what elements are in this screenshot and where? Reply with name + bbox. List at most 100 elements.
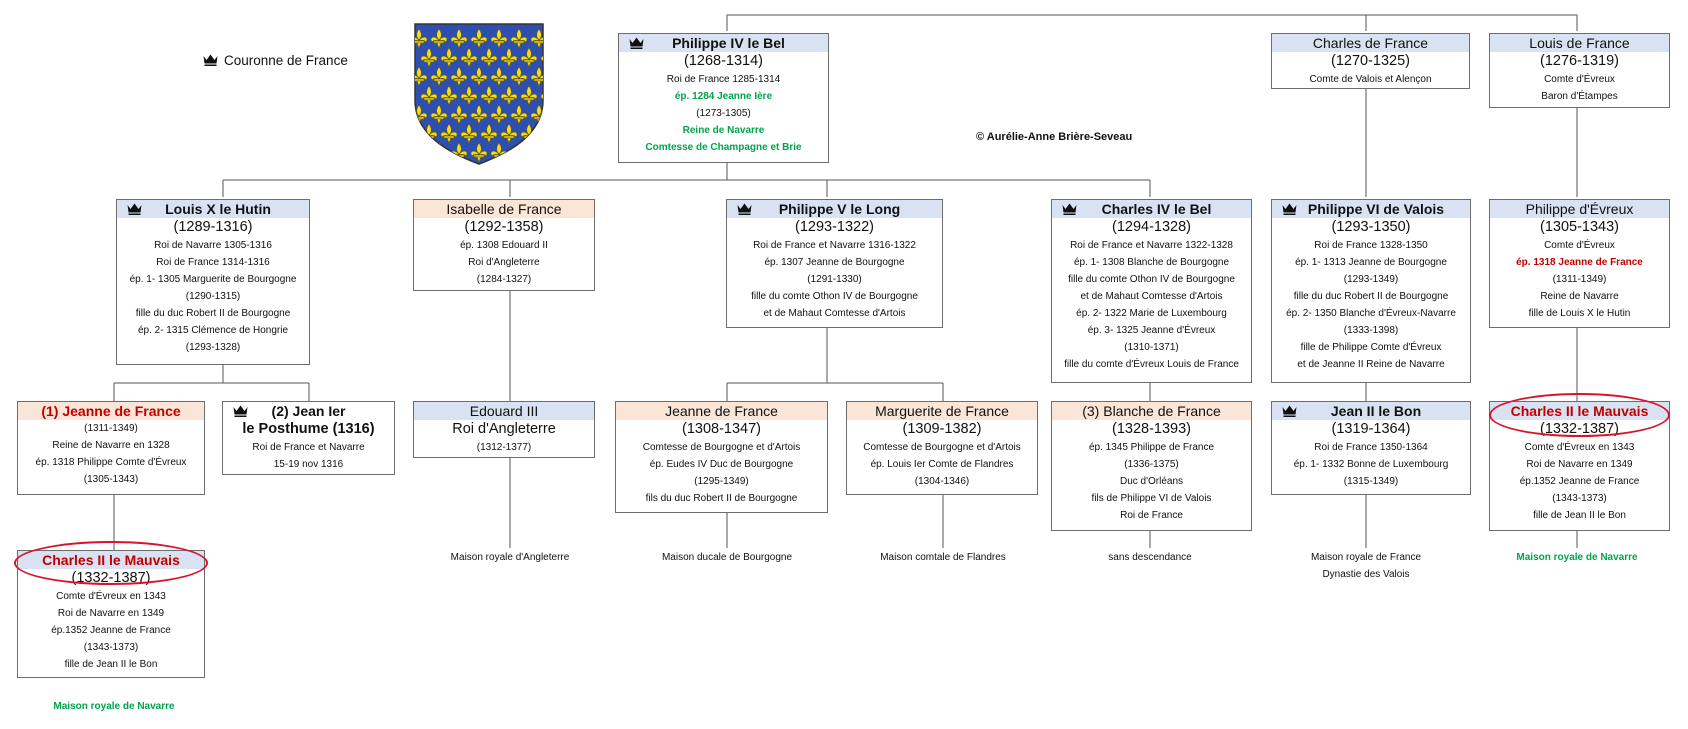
person-box-louis-x: Louis X le Hutin(1289-1316)Roi de Navarr… xyxy=(116,199,310,365)
person-dates: (1309-1382) xyxy=(902,421,982,437)
house-label-line: Maison royale de France xyxy=(1310,552,1422,563)
copyright-credit: © Aurélie-Anne Brière-Seveau xyxy=(976,131,1133,143)
person-detail-line: fille du duc Robert II de Bourgogne xyxy=(135,308,291,319)
person-box-isabelle: Isabelle de France(1292-1358)ép. 1308 Ed… xyxy=(413,199,595,291)
person-detail-line: fille de Jean II le Bon xyxy=(1533,510,1626,521)
person-box-marguerite: Marguerite de France (1309-1382) Comtesse … xyxy=(846,401,1038,495)
person-detail-line: Roi de Navarre en 1349 xyxy=(1526,459,1633,470)
person-name-text: Marguerite de France xyxy=(875,403,1009,419)
person-detail-line: (1273-1305) xyxy=(696,108,751,119)
fleur-de-lys-icon xyxy=(540,123,543,144)
person-detail-line: ép. 2- 1322 Marie de Luxembourg xyxy=(1076,308,1227,319)
person-name-text: Philippe d'Évreux xyxy=(1525,201,1634,217)
person-dates: (1268-1314) xyxy=(684,53,763,69)
person-name: Jeanne de France xyxy=(616,402,827,420)
person-detail-line: fille du comte d'Évreux Louis de France xyxy=(1064,359,1239,370)
person-name: Louis de France xyxy=(1490,34,1669,52)
person-detail-line: fille du duc Robert II de Bourgogne xyxy=(1293,291,1449,302)
crown-icon xyxy=(1062,203,1077,215)
person-detail-line: (1343-1373) xyxy=(1552,493,1607,504)
person-name-text: (2) Jean Ier xyxy=(271,403,346,419)
person-detail-line: (1310-1371) xyxy=(1124,342,1179,353)
person-dates: (1270-1325) xyxy=(1331,53,1410,69)
person-dates: (1276-1319) xyxy=(1540,53,1619,69)
person-name: (1) Jeanne de France xyxy=(18,402,204,420)
house-label-line: Maison comtale de Flandres xyxy=(880,552,1006,563)
crown-icon xyxy=(233,405,248,417)
person-name-text: (3) Blanche de France xyxy=(1082,403,1221,419)
person-detail-line: fille du comte Othon IV de Bourgogne xyxy=(751,291,918,302)
person-name: (2) Jean Ier xyxy=(223,402,394,420)
person-name: Philippe V le Long xyxy=(727,200,942,218)
person-detail-line: Comte d'Évreux xyxy=(1544,74,1615,85)
person-box-louis-d-evreux: Louis de France (1276-1319) Comte d'Évreux… xyxy=(1489,33,1670,108)
person-detail-line: Roi de France et Navarre 1322-1328 xyxy=(1070,240,1233,251)
person-detail-line: ép. 1318 Philippe Comte d'Évreux xyxy=(35,457,187,468)
person-detail-line: (1305-1343) xyxy=(83,474,139,485)
person-detail-line: Comtesse de Champagne et Brie xyxy=(645,142,802,153)
person-detail-line: ép. 1284 Jeanne Ière xyxy=(674,91,773,102)
person-name-text: Jean II le Bon xyxy=(1330,403,1422,419)
person-detail-line: Roi de France et Navarre 1316-1322 xyxy=(753,240,916,251)
fleur-de-lys-icon xyxy=(530,142,543,163)
person-dates: (1292-1358) xyxy=(464,219,544,235)
person-detail-line: (1293-1328) xyxy=(185,342,241,353)
person-detail-line: Comtesse de Bourgogne et d'Artois xyxy=(863,442,1021,453)
person-name: Louis X le Hutin xyxy=(117,200,309,218)
person-detail-line: Roi de France 1314-1316 xyxy=(156,257,270,268)
person-detail-line: Comtesse de Bourgogne et d'Artois xyxy=(642,442,801,453)
person-name: Philippe d'Évreux xyxy=(1490,200,1669,218)
person-box-charles-de-valois: Charles de France(1270-1325) Comte de Val… xyxy=(1271,33,1470,89)
legend: Couronne de France xyxy=(203,53,348,68)
person-detail-line: (1336-1375) xyxy=(1124,459,1179,470)
person-detail-line: et de Mahaut Comtesse d'Artois xyxy=(1080,291,1223,302)
person-dates: (1308-1347) xyxy=(682,421,761,437)
person-name-text: Louis de France xyxy=(1529,35,1630,51)
person-detail-line: Roi de France 1328-1350 xyxy=(1314,240,1428,251)
person-box-philippe-v: Philippe V le Long(1293-1322)Roi de Fran… xyxy=(726,199,943,328)
person-detail-line: Comte d'Évreux en 1343 xyxy=(1524,442,1635,453)
person-dates: (1293-1350) xyxy=(1331,219,1411,235)
fleur-de-lys-icon xyxy=(415,142,428,163)
person-detail-line: ép. 1308 Edouard II xyxy=(460,240,548,251)
person-name-text: Philippe IV le Bel xyxy=(672,35,785,51)
house-label-flandres: Maison comtale de Flandres xyxy=(843,549,1043,566)
house-label-navarre-right: Maison royale de Navarre xyxy=(1477,549,1677,566)
person-name: Edouard III xyxy=(414,402,594,420)
person-detail-line: (1315-1349) xyxy=(1343,476,1399,487)
person-detail-line: fils de Philippe VI de Valois xyxy=(1091,493,1212,504)
person-dates: (1305-1343) xyxy=(1540,219,1619,235)
person-name-text: Jeanne de France xyxy=(665,403,778,419)
person-box-blanche: (3) Blanche de France(1328-1393)ép. 1345… xyxy=(1051,401,1252,531)
person-box-philippe-d-evreux: Philippe d'Évreux(1305-1343)Comte d'Évre… xyxy=(1489,199,1670,328)
person-name-text: Louis X le Hutin xyxy=(165,201,271,217)
person-detail-line: ép. 2- 1315 Clémence de Hongrie xyxy=(137,325,289,336)
person-detail-line: (1295-1349) xyxy=(694,476,749,487)
person-detail-line: 15-19 nov 1316 xyxy=(273,459,344,470)
person-detail-line: ép. 1- 1332 Bonne de Luxembourg xyxy=(1293,459,1449,470)
person-name: (3) Blanche de France xyxy=(1052,402,1251,420)
person-detail-line: Roi d'Angleterre xyxy=(468,257,540,268)
legend-label: Couronne de France xyxy=(224,53,348,68)
person-dates: (1319-1364) xyxy=(1331,421,1411,437)
person-name: Jean II le Bon xyxy=(1272,402,1470,420)
person-detail-line: ép.1352 Jeanne de France xyxy=(51,625,171,636)
person-detail-line: ép. 1- 1313 Jeanne de Bourgogne xyxy=(1295,257,1447,268)
person-box-jeanne-ii: (1) Jeanne de France(1311-1349)Reine de … xyxy=(17,401,205,495)
person-detail-line: Comte de Valois et Alençon xyxy=(1309,74,1432,85)
person-detail-line: (1290-1315) xyxy=(185,291,241,302)
person-detail-line: (1284-1327) xyxy=(476,274,532,285)
person-name: Philippe VI de Valois xyxy=(1272,200,1470,218)
person-name: Charles IV le Bel xyxy=(1052,200,1251,218)
person-box-jean-ii: Jean II le Bon (1319-1364) Roi de France 1… xyxy=(1271,401,1471,495)
person-name: Charles de France xyxy=(1272,34,1469,52)
person-detail-line: (1333-1398) xyxy=(1343,325,1399,336)
house-label-line: Maison royale de Navarre xyxy=(53,701,175,712)
house-label-line: Dynastie des Valois xyxy=(1322,569,1410,580)
person-detail-line: Roi de France et Navarre xyxy=(252,442,365,453)
person-detail-line: Duc d'Orléans xyxy=(1119,476,1184,487)
person-detail-line: Roi de France 1350-1364 xyxy=(1314,442,1428,453)
